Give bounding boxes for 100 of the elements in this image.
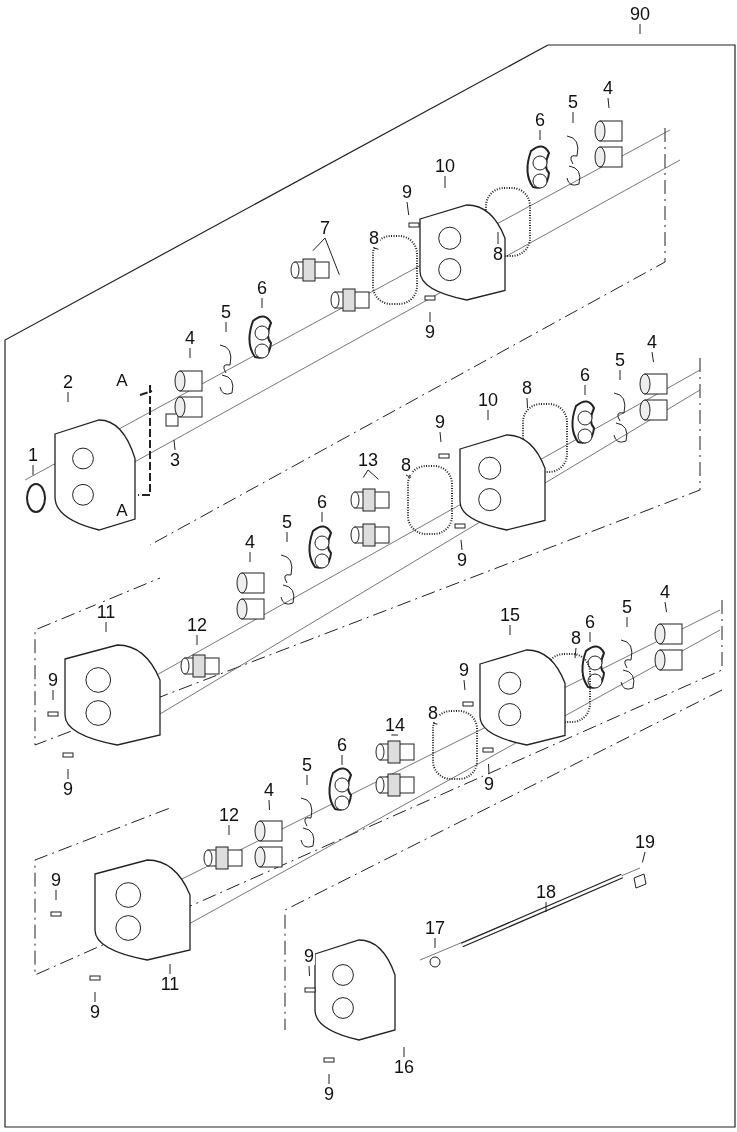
callout-number: 8	[570, 629, 582, 647]
callout-number: 6	[579, 366, 591, 384]
leader-line	[249, 551, 251, 563]
leader-line	[52, 689, 54, 701]
leader-line	[105, 621, 107, 633]
callout-number: 10	[477, 391, 499, 409]
callout-number: 9	[323, 1085, 335, 1103]
leader-line	[55, 889, 57, 901]
leader-line	[526, 397, 528, 409]
leader-line	[67, 391, 69, 403]
leader-line	[429, 311, 431, 323]
callout-number: 15	[499, 606, 521, 624]
leader-line	[584, 384, 586, 396]
callout-number: 9	[50, 871, 62, 889]
callout-number: 4	[646, 333, 658, 351]
callout-number: 9	[456, 551, 468, 569]
leader-line	[394, 734, 399, 736]
leader-line	[439, 431, 442, 443]
leader-line	[405, 474, 412, 479]
callout-number: 9	[483, 775, 495, 793]
leader-line	[32, 464, 34, 476]
leader-line	[67, 768, 69, 780]
callout-number: 6	[534, 111, 546, 129]
leader-line	[373, 247, 379, 250]
leader-line	[488, 763, 490, 775]
callout-number: 8	[400, 456, 412, 474]
leader-line	[286, 531, 288, 543]
callout-number: 9	[303, 947, 315, 965]
leader-line	[321, 511, 323, 523]
callout-number: 1	[27, 446, 39, 464]
leader-line	[651, 351, 654, 363]
callout-number: 16	[393, 1058, 415, 1076]
leader-line	[362, 469, 369, 478]
leader-line	[539, 129, 541, 141]
callout-number: 13	[357, 451, 379, 469]
leader-line	[308, 965, 310, 977]
leader-line	[306, 774, 308, 786]
leader-line	[463, 679, 466, 691]
leader-line	[460, 539, 463, 551]
callout-number: 4	[263, 781, 275, 799]
callout-number: 5	[220, 303, 232, 321]
leader-line	[607, 97, 610, 109]
leader-line	[664, 601, 667, 613]
callout-number: 8	[427, 704, 439, 722]
callout-number: 11	[159, 975, 181, 993]
section-mark: A	[116, 371, 128, 389]
leader-line	[434, 937, 436, 949]
leader-line	[406, 201, 410, 216]
leader-line	[545, 901, 547, 913]
leader-line	[574, 647, 577, 659]
leader-line	[639, 23, 641, 35]
callout-number: 19	[634, 833, 656, 851]
callout-number: 14	[384, 716, 406, 734]
callout-number: 6	[336, 736, 348, 754]
callout-number: 5	[281, 513, 293, 531]
callout-number: 8	[521, 379, 533, 397]
callout-number: 8	[492, 245, 504, 263]
leader-line	[509, 624, 511, 636]
leader-line	[403, 1046, 405, 1058]
leader-line	[328, 1073, 330, 1085]
leader-line	[261, 297, 263, 309]
callout-number: 90	[629, 5, 651, 23]
callout-number: 4	[659, 583, 671, 601]
callout-number: 6	[316, 493, 328, 511]
callout-number: 5	[614, 351, 626, 369]
callout-number: 7	[319, 219, 331, 237]
callout-number: 12	[186, 616, 208, 634]
leader-line	[225, 321, 227, 333]
callout-number: 8	[368, 229, 380, 247]
leader-line	[589, 631, 591, 643]
leader-line	[312, 237, 326, 252]
callout-number: 9	[47, 671, 59, 689]
leader-line	[173, 439, 176, 451]
leader-line	[390, 734, 396, 736]
section-mark: A	[116, 501, 128, 519]
callout-number: 3	[169, 451, 181, 469]
leader-line	[619, 369, 621, 381]
leader-line	[572, 111, 574, 124]
callout-number: 4	[244, 533, 256, 551]
leader-line	[497, 231, 499, 245]
leader-line	[626, 616, 628, 628]
leader-line	[189, 347, 191, 359]
callout-number: 5	[567, 93, 579, 111]
callout-number: 4	[184, 329, 196, 347]
callout-number: 6	[256, 279, 268, 297]
callout-number: 11	[95, 603, 117, 621]
callout-number: 5	[301, 756, 313, 774]
callout-number: 9	[434, 413, 446, 431]
callout-number: 12	[218, 806, 240, 824]
callout-number: 5	[621, 598, 633, 616]
callout-number: 2	[62, 373, 74, 391]
leader-line	[169, 963, 171, 975]
callout-number: 17	[424, 919, 446, 937]
callout-number: 4	[602, 79, 614, 97]
callout-number: 18	[535, 883, 557, 901]
leader-line	[196, 634, 198, 646]
callout-number: 6	[584, 613, 596, 631]
leader-line	[432, 722, 438, 725]
leader-line	[641, 851, 646, 863]
callout-number: 10	[434, 157, 456, 175]
